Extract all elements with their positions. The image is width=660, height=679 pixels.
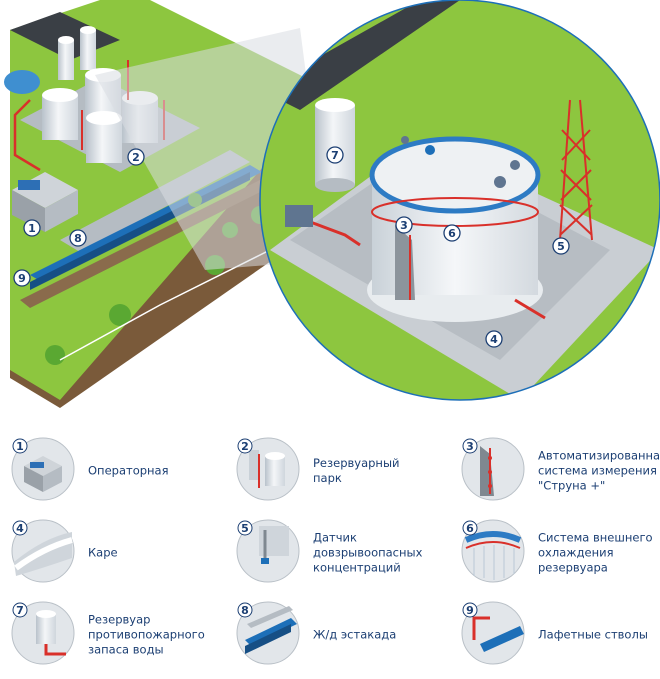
svg-text:8: 8 <box>241 604 249 617</box>
legend-label: Лафетные стволы <box>538 627 648 642</box>
zoom-circle <box>259 0 660 401</box>
bund-icon: 4 <box>11 519 75 583</box>
callout-badge <box>443 224 461 242</box>
lightning-tower <box>559 99 593 241</box>
callout-number: 9 <box>18 272 26 285</box>
legend-item-cooling: 6 Система внешнего охлаждения резервуара <box>450 518 660 588</box>
legend-item-rail-trestle: 8 Ж/д эстакада <box>225 600 435 670</box>
callout-number: 1 <box>28 222 36 235</box>
rail-trestle-icon: 8 <box>236 601 300 665</box>
callout-number: 2 <box>132 151 140 164</box>
legend-item-water-tank: 7 Резервуар противопожарного запаса воды <box>0 600 210 670</box>
callout-badge <box>552 237 570 255</box>
gas-sensor-icon: 5 <box>236 519 300 583</box>
callout-number: 4 <box>490 333 498 346</box>
legend-label: Автоматизированная система измерения "Ст… <box>538 448 660 493</box>
measurement-system-icon: 3 <box>461 437 525 501</box>
legend-item-fire-monitor: 9 Лафетные стволы <box>450 600 660 670</box>
svg-text:4: 4 <box>16 522 24 535</box>
legend-label: Каре <box>88 545 118 560</box>
legend-label: Система внешнего охлаждения резервуара <box>538 530 653 575</box>
svg-text:6: 6 <box>466 522 474 535</box>
legend-label: Резервуар противопожарного запаса воды <box>88 612 205 657</box>
legend-item-bund: 4 Каре <box>0 518 210 588</box>
svg-text:1: 1 <box>16 440 24 453</box>
callout-number: 8 <box>74 232 82 245</box>
callout-badge <box>127 148 145 166</box>
callout-number: 6 <box>448 227 456 240</box>
callout-badge <box>395 216 413 234</box>
fire-monitor-icon: 9 <box>461 601 525 665</box>
svg-text:3: 3 <box>466 440 474 453</box>
legend-item-measurement: 3 Автоматизированная система измерения "… <box>450 436 660 506</box>
callout-number: 5 <box>557 240 565 253</box>
callout-badge <box>23 219 41 237</box>
tank-farm-icon: 2 <box>236 437 300 501</box>
plant-illustration: 1 2 3 4 5 6 7 8 9 <box>4 0 660 408</box>
svg-text:5: 5 <box>241 522 249 535</box>
legend-item-gas-sensor: 5 Датчик довзрывоопасных концентраций <box>225 518 435 588</box>
legend-label: Резервуарный парк <box>313 456 400 485</box>
legend-item-tank-farm: 2 Резервуарный парк <box>225 436 435 506</box>
legend: 1 Операторная 2 Резервуарный парк 3 Авто… <box>0 418 660 679</box>
water-tank-icon: 7 <box>11 601 75 665</box>
callout-badge <box>13 269 31 287</box>
operator-room-icon: 1 <box>11 437 75 501</box>
svg-text:9: 9 <box>466 604 474 617</box>
water-tank <box>315 98 355 192</box>
legend-label: Датчик довзрывоопасных концентраций <box>313 530 423 575</box>
cooling-system-icon: 6 <box>461 519 525 583</box>
legend-item-operator-room: 1 Операторная <box>0 436 210 506</box>
callout-badge <box>485 330 503 348</box>
legend-label: Ж/д эстакада <box>313 627 397 642</box>
callout-badge <box>69 229 87 247</box>
legend-label: Операторная <box>88 463 169 478</box>
callout-number: 7 <box>331 149 339 162</box>
svg-text:2: 2 <box>241 440 249 453</box>
callout-number: 3 <box>400 219 408 232</box>
callout-badge <box>326 146 344 164</box>
svg-text:7: 7 <box>16 604 24 617</box>
